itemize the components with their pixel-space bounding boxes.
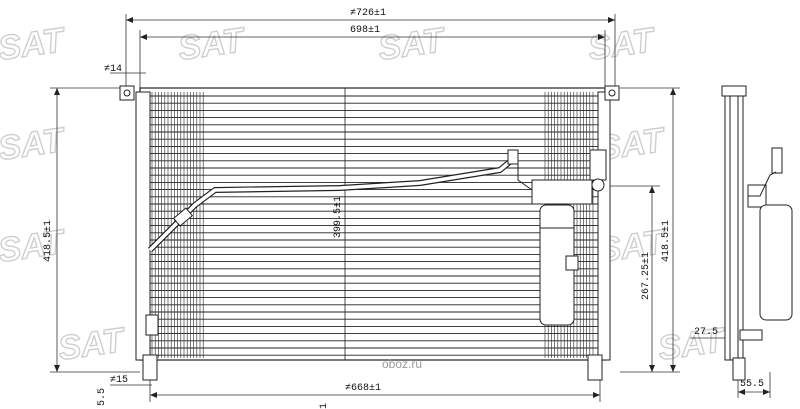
dim-core-width: 698±1 [350, 25, 380, 36]
watermark-brand: SAT [376, 21, 449, 68]
condenser-core [139, 87, 606, 361]
watermark-brand: SAT [0, 21, 69, 68]
watermark-brand: SAT [0, 223, 69, 270]
dim-overall-width: ≠726±1 [350, 8, 386, 19]
dim-right-height: 418.5±1 [661, 220, 672, 262]
side-view [721, 85, 793, 381]
dim-bottom-edge-left: 5.5 [97, 388, 108, 406]
receiver-drier [517, 149, 607, 326]
dim-side-depth: 55.5 [740, 379, 764, 390]
dim-left-height: 418.5±1 [43, 220, 54, 262]
dim-receiver-height: 267.25±1 [641, 252, 652, 300]
dim-top-left-offset: ≠14 [104, 64, 122, 75]
watermark-brand: SAT [176, 21, 249, 68]
dim-bottom-left-offset: ≠15 [110, 375, 128, 386]
lower-fitting [145, 314, 159, 336]
watermark-site: oboz.ru [382, 357, 423, 371]
mounting-brackets [119, 85, 620, 381]
refrigerant-pipe [147, 149, 519, 253]
watermark-brand: SAT [56, 321, 129, 368]
dim-core-height: 399.5±1 [333, 196, 344, 238]
dim-bottom-width: ≠668±1 [345, 383, 381, 394]
dim-side-offset: 27.5 [694, 327, 718, 338]
watermark-brand: SAT [586, 21, 659, 68]
right-header [597, 91, 611, 361]
watermark-brand: SAT [656, 321, 729, 368]
watermark-brand: SAT [0, 121, 69, 168]
arrowheads [54, 17, 770, 398]
dim-bottom-edge-mid: 1 [319, 403, 330, 409]
